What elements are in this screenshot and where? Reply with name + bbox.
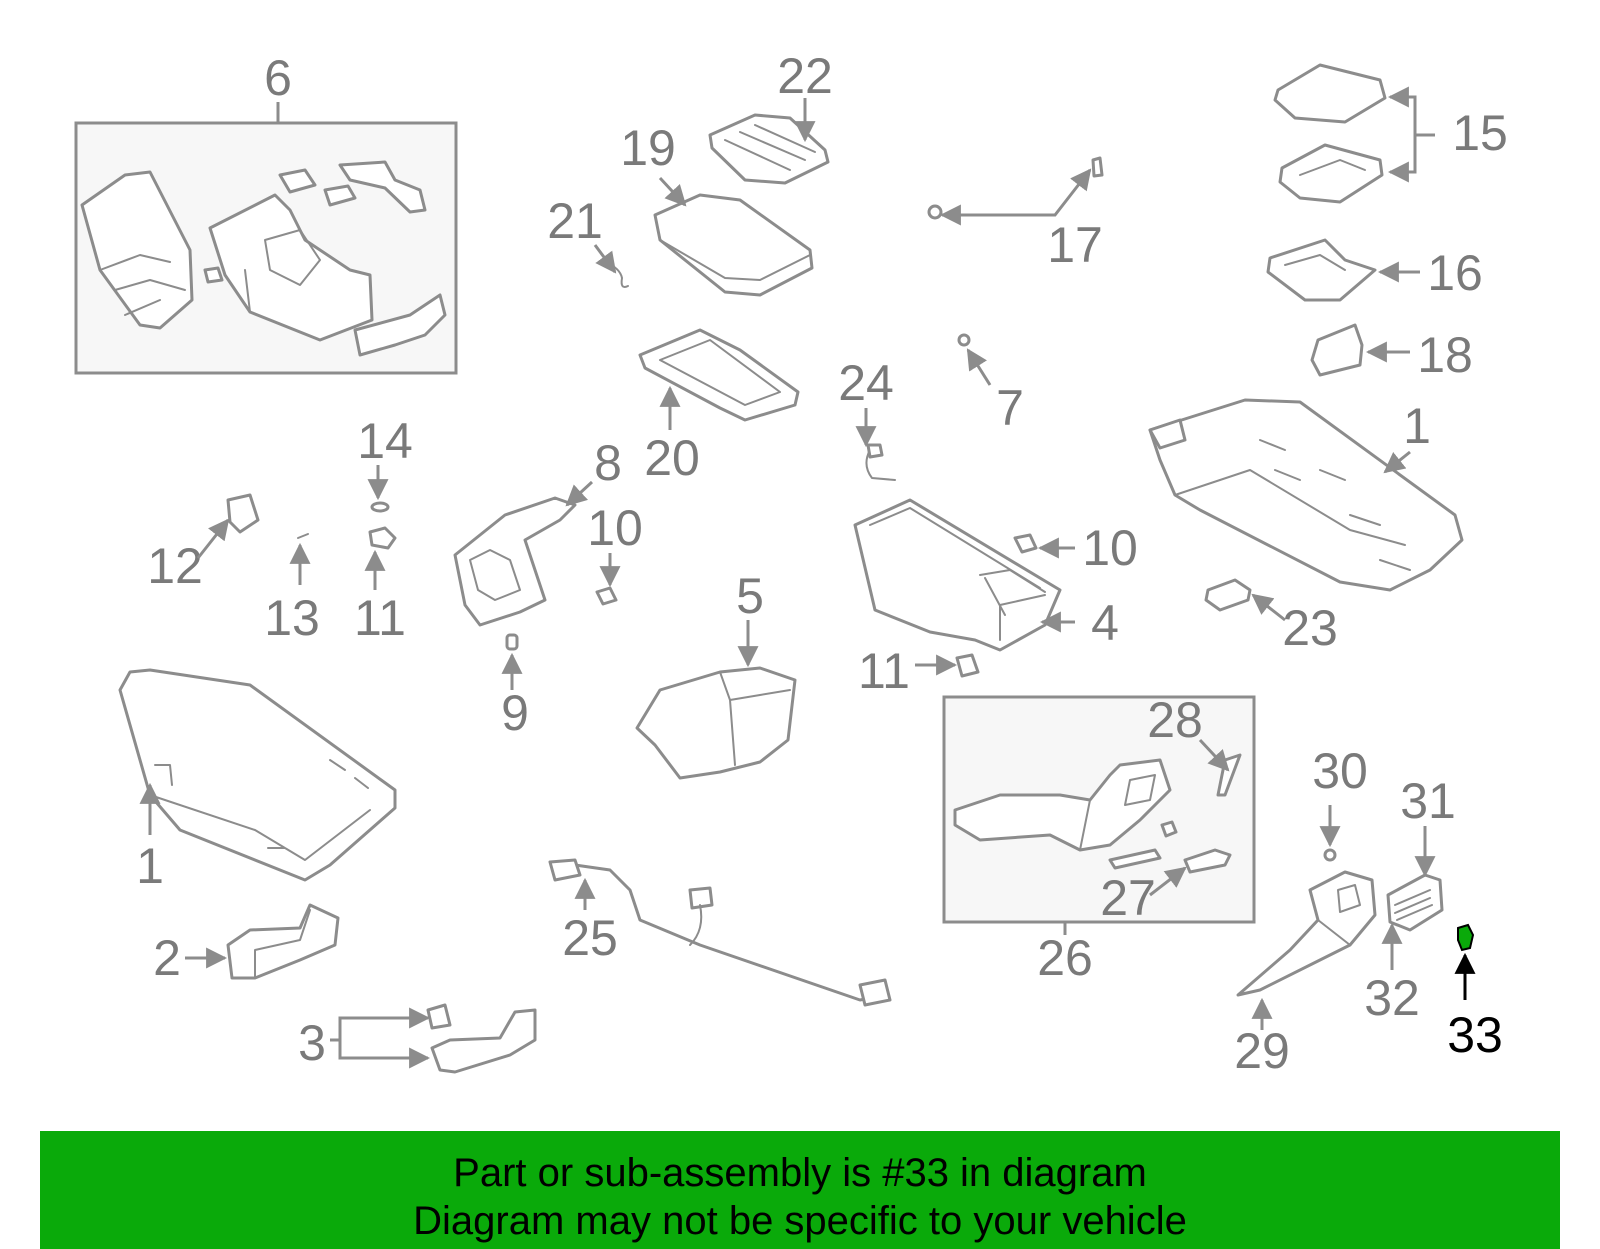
part-7 bbox=[957, 333, 971, 347]
part-2 bbox=[226, 903, 340, 980]
label-11-center: 11 bbox=[858, 643, 910, 699]
label-28: 28 bbox=[1147, 692, 1203, 748]
label-9: 9 bbox=[501, 685, 529, 741]
part-30 bbox=[1323, 848, 1337, 862]
label-2: 2 bbox=[153, 930, 181, 986]
part-5 bbox=[635, 666, 797, 780]
part-8 bbox=[453, 496, 577, 627]
label-21: 21 bbox=[547, 193, 603, 249]
label-19: 19 bbox=[620, 120, 676, 176]
assembly-26-box bbox=[942, 695, 1256, 924]
part-25 bbox=[548, 858, 892, 1007]
part-19 bbox=[653, 193, 814, 297]
label-3: 3 bbox=[298, 1015, 326, 1071]
label-14: 14 bbox=[357, 413, 413, 469]
label-24: 24 bbox=[838, 355, 894, 411]
part-9 bbox=[505, 633, 519, 651]
part-15-bottom bbox=[1278, 143, 1384, 204]
part-24 bbox=[865, 443, 896, 481]
label-27: 27 bbox=[1100, 870, 1156, 926]
label-4: 4 bbox=[1091, 595, 1119, 651]
part-18 bbox=[1310, 323, 1364, 377]
label-29: 29 bbox=[1234, 1023, 1290, 1079]
part-13 bbox=[297, 533, 309, 539]
label-10-right: 10 bbox=[1082, 520, 1138, 576]
part-1-left bbox=[118, 668, 397, 882]
part-11-left bbox=[368, 526, 397, 550]
label-22: 22 bbox=[777, 48, 833, 104]
label-20: 20 bbox=[644, 430, 700, 486]
part-31 bbox=[1386, 873, 1444, 932]
part-4 bbox=[853, 498, 1062, 652]
label-1-right: 1 bbox=[1403, 398, 1431, 454]
part-16 bbox=[1266, 238, 1377, 302]
part-23 bbox=[1204, 578, 1252, 612]
part-33-highlighted[interactable] bbox=[1457, 923, 1475, 952]
label-13: 13 bbox=[264, 590, 320, 646]
label-12: 12 bbox=[147, 538, 203, 594]
label-33: 33 bbox=[1447, 1007, 1503, 1063]
label-8: 8 bbox=[594, 435, 622, 491]
label-11-left: 11 bbox=[354, 590, 406, 646]
part-3 bbox=[426, 1003, 537, 1074]
label-32: 32 bbox=[1364, 970, 1420, 1026]
banner-line-1: Part or sub-assembly is #33 in diagram bbox=[453, 1151, 1147, 1195]
label-15: 15 bbox=[1452, 105, 1508, 161]
banner-line-2: Diagram may not be specific to your vehi… bbox=[413, 1199, 1187, 1243]
label-26: 26 bbox=[1037, 930, 1093, 986]
part-21 bbox=[604, 261, 629, 288]
part-11-center bbox=[955, 653, 980, 678]
part-20 bbox=[638, 328, 800, 422]
label-6: 6 bbox=[264, 50, 292, 106]
part-1-right bbox=[1148, 398, 1464, 592]
label-23: 23 bbox=[1282, 600, 1338, 656]
label-18: 18 bbox=[1417, 327, 1473, 383]
label-1-left: 1 bbox=[136, 838, 164, 894]
label-16: 16 bbox=[1427, 245, 1483, 301]
label-30: 30 bbox=[1312, 743, 1368, 799]
part-10-right bbox=[1013, 533, 1038, 554]
assembly-6-box bbox=[74, 121, 458, 375]
part-29 bbox=[1236, 870, 1377, 997]
label-17: 17 bbox=[1047, 217, 1103, 273]
label-25: 25 bbox=[562, 910, 618, 966]
label-7: 7 bbox=[996, 380, 1024, 436]
part-15-top bbox=[1273, 63, 1387, 124]
part-10-left bbox=[595, 586, 618, 606]
part-14 bbox=[370, 501, 390, 513]
part-12 bbox=[226, 493, 260, 534]
label-31: 31 bbox=[1400, 773, 1456, 829]
label-5: 5 bbox=[736, 568, 764, 624]
part-22 bbox=[708, 113, 830, 185]
label-10-left: 10 bbox=[587, 500, 643, 556]
part-17 bbox=[927, 156, 1104, 220]
info-banner: Part or sub-assembly is #33 in diagram D… bbox=[40, 1131, 1560, 1249]
